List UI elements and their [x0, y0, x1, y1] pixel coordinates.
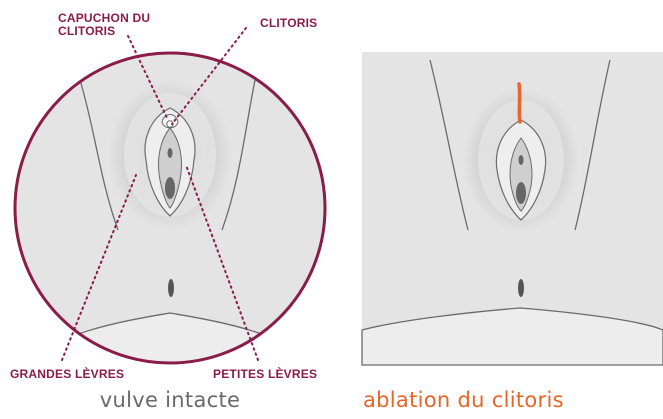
excision-scar: [519, 84, 520, 122]
caption-excision: ablation du clitoris: [363, 388, 564, 412]
caption-intact: vulve intacte: [70, 388, 270, 412]
intact-vulva-illustration: [0, 40, 340, 380]
label-petites-levres: PETITES LÈVRES: [213, 366, 317, 381]
label-capuchon-line2: CLITORIS: [58, 24, 115, 38]
label-clitoris: CLITORIS: [260, 16, 317, 30]
excised-vulva-illustration: [362, 52, 663, 365]
label-grandes-levres: GRANDES LÈVRES: [10, 366, 124, 381]
label-capuchon-line1: CAPUCHON DU: [58, 11, 150, 25]
